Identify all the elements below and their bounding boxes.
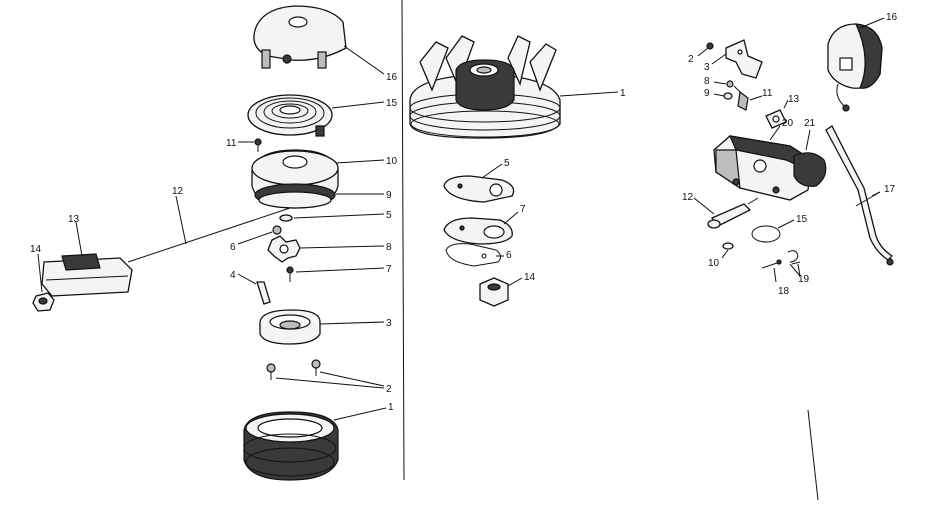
callout-right-float: 21: [804, 118, 816, 129]
callout-left-screw-small: 11: [226, 138, 237, 149]
callout-left-rope: 12: [172, 186, 184, 197]
cover-plate-mid: [443, 217, 513, 245]
carburetor-float: [793, 152, 827, 187]
throttle-bracket: [706, 39, 763, 79]
cover-plate-top: [443, 175, 515, 203]
callout-right-screw-b: 8: [704, 76, 710, 87]
carb-gasket: [765, 109, 787, 129]
center-screw: [286, 266, 294, 282]
callout-right-body: 20: [782, 118, 794, 129]
callout-left-handle: 13: [68, 214, 80, 225]
knurled-starter-cup: [243, 411, 339, 481]
o-ring-seal: [751, 225, 781, 243]
flywheel-nut: [479, 277, 509, 307]
ratchet-gear: [267, 235, 301, 263]
small-washer-right: [722, 242, 734, 250]
callout-left-washer: 5: [386, 210, 392, 221]
throttle-shaft: [707, 197, 759, 229]
callout-left-screw: 7: [386, 264, 392, 275]
callout-right-seal: 15: [796, 214, 808, 225]
starter-handle: [41, 253, 133, 297]
adjust-screw: [723, 80, 749, 111]
pivot-pin: [761, 259, 782, 269]
callout-right-screw-a: 2: [688, 54, 694, 65]
callout-middle-plate-mid: 7: [520, 204, 526, 215]
callout-left-pin: 6: [230, 242, 236, 253]
pawl-cup: [259, 309, 321, 345]
callout-left-pulley: 10: [386, 156, 398, 167]
retainer-pin: [272, 225, 282, 235]
callout-middle-nut: 14: [524, 272, 536, 283]
callout-right-link: 11: [762, 88, 773, 99]
callout-left-ratchet: 8: [386, 242, 392, 253]
callout-left-spring: 15: [386, 98, 398, 109]
callout-left-cup: 3: [386, 318, 392, 329]
rope-pulley: [251, 149, 339, 209]
callout-right-cover: 16: [886, 12, 898, 23]
gasket-plate: [445, 243, 502, 267]
small-washer: [279, 214, 293, 222]
callout-left-screws: 2: [386, 384, 392, 395]
fuel-tube: [825, 125, 894, 261]
divider-line-right: [807, 409, 819, 501]
small-screw-left: [254, 138, 262, 152]
divider-line-left: [401, 0, 405, 481]
callout-right-shaft: 12: [682, 192, 694, 203]
callout-middle-plate-top: 5: [504, 158, 510, 169]
callout-middle-flywheel: 1: [620, 88, 626, 99]
callout-right-gasket: 13: [788, 94, 800, 105]
callout-right-clip: 19: [798, 274, 810, 285]
retaining-clip: [787, 250, 801, 265]
callout-right-pin: 18: [778, 286, 790, 297]
callout-right-washer-a: 9: [704, 88, 710, 99]
callout-left-pulley-rim: 9: [386, 190, 392, 201]
mounting-screws: [266, 359, 321, 380]
callout-right-bracket: 3: [704, 62, 710, 73]
starter-housing: [253, 5, 347, 69]
starter-rope: [127, 207, 291, 263]
callout-left-nut: 14: [30, 244, 42, 255]
callout-left-starter-cup: 1: [388, 402, 394, 413]
callout-left-pawl: 4: [230, 270, 236, 281]
flywheel: [409, 35, 561, 139]
handle-nut: [32, 292, 55, 312]
starter-pawl: [256, 281, 271, 305]
callout-right-washer-b: 10: [708, 258, 720, 269]
recoil-spring: [247, 94, 333, 137]
carburetor-body: [713, 135, 813, 201]
callout-right-tube: 17: [884, 184, 896, 195]
callout-left-housing: 16: [386, 72, 398, 83]
callout-middle-gasket: 6: [506, 250, 512, 261]
air-filter-cover: [827, 23, 883, 112]
